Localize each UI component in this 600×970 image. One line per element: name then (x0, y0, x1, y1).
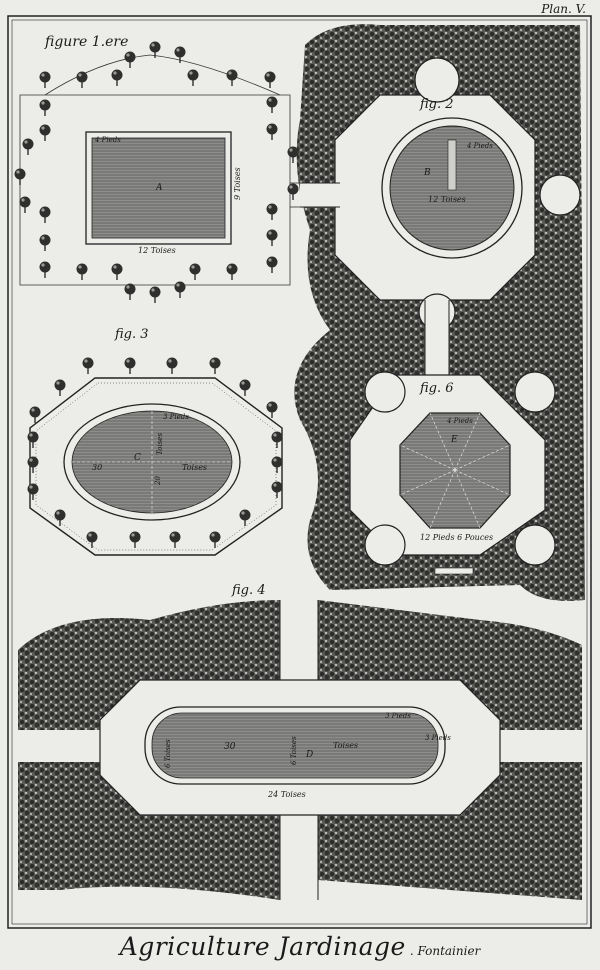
fig6-radial-lines (399, 412, 511, 529)
fig3-label: fig. 3 (114, 327, 149, 342)
fig4-bottom-dim: 24 Toises (267, 790, 306, 799)
fig4-right-dim: 3 Pieds (425, 734, 451, 742)
fig3-depth-num: 20 (154, 476, 162, 486)
fig3-length-num: 30 (92, 463, 102, 472)
fig1-label: figure 1.ere (44, 34, 128, 50)
fig6-basin-letter: E (450, 435, 458, 445)
fig1-top-dim: 4 Pieds (94, 136, 121, 144)
fig3-height-dim: Toises (156, 433, 164, 455)
fig3-top-dim: 3 Pieds (163, 413, 189, 421)
fig2-top-dim: 4 Pieds (466, 142, 493, 150)
fig1-basin-letter: A (155, 183, 163, 193)
fig4-basin-letter: D (305, 750, 313, 760)
plate-subtitle: . Fontainier (409, 944, 481, 958)
fig4-inner-dim: Toises (333, 741, 358, 750)
fig6-top-dim: 4 Pieds (446, 417, 473, 425)
fig2-label: fig. 2 (419, 97, 454, 112)
plate-border (7, 15, 592, 929)
fig4-label: fig. 4 (231, 583, 266, 598)
fig4-mid-dim: 6 Toises (290, 736, 298, 765)
fig2-bottom-dim: 12 Toises (428, 195, 466, 204)
fig1-basin-water (91, 137, 226, 239)
fig4-top-dim: 3 Pieds (385, 712, 411, 720)
fig4-left-dim: 6 Toises (164, 739, 172, 768)
fig6-bottom-dim: 12 Pieds 6 Pouces (420, 533, 493, 542)
fig2-fountain-jet (447, 139, 457, 191)
fig6-label: fig. 6 (419, 381, 454, 396)
fig2-basin-letter: B (423, 168, 431, 178)
fig3-basin-letter: C (134, 453, 141, 463)
fig1-side-dim: 9 Toises (233, 167, 242, 200)
fig3-width-dim: Toises (182, 463, 207, 472)
fig1-bottom-dim: 12 Toises (138, 246, 176, 255)
plate-title: Agriculture Jardinage (119, 932, 406, 961)
plate-caption: Agriculture Jardinage. Fontainier (0, 932, 600, 961)
fig4-basin-water (151, 712, 439, 779)
plate-number: Plan. V. (541, 2, 586, 16)
plate-inner-border (11, 19, 588, 925)
fig4-length-num: 30 (224, 742, 236, 752)
